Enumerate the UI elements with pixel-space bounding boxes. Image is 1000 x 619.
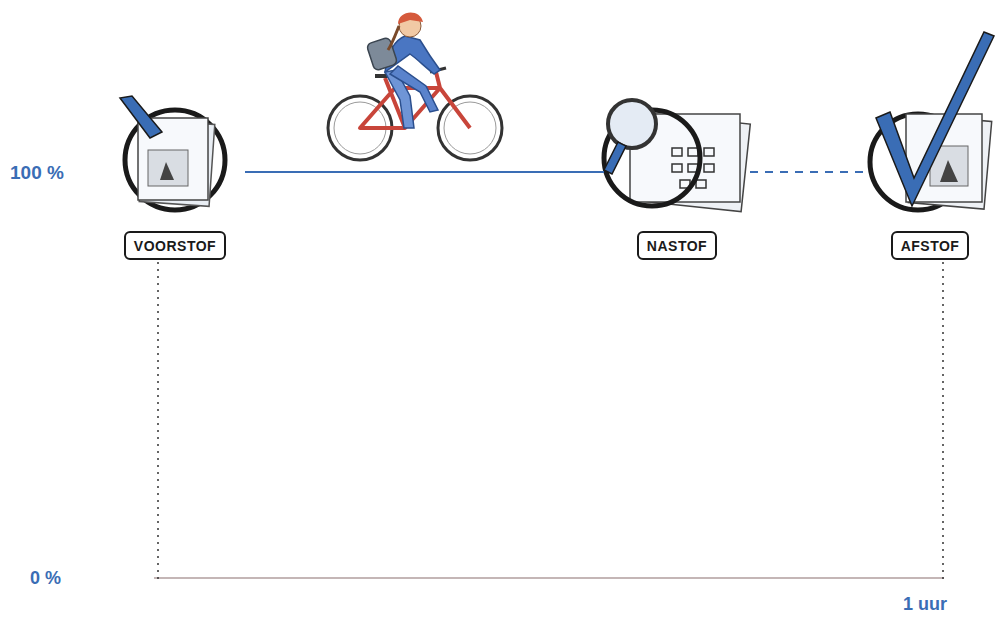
- axis-label: 0 %: [30, 568, 61, 589]
- checked-book-icon: [870, 32, 994, 210]
- stage-label: NASTOF: [637, 231, 717, 260]
- end-guide: [942, 262, 944, 580]
- start-guide: [157, 262, 159, 580]
- baseline-axis: [154, 577, 944, 578]
- axis-label: 1 uur: [903, 594, 947, 615]
- progress-line: [750, 172, 870, 173]
- stage-node: NASTOF: [604, 96, 750, 260]
- stage-node: VOORSTOF: [105, 96, 245, 260]
- progress-line: [245, 172, 604, 173]
- book-check-icon: [120, 96, 225, 210]
- stage-label: AFSTOF: [891, 231, 970, 260]
- stage-node: AFSTOF: [870, 96, 990, 260]
- axis-label: 100 %: [10, 162, 64, 184]
- stage-label: VOORSTOF: [124, 231, 226, 260]
- cyclist-figure: [328, 12, 502, 160]
- magnifier-book-icon: [604, 100, 750, 212]
